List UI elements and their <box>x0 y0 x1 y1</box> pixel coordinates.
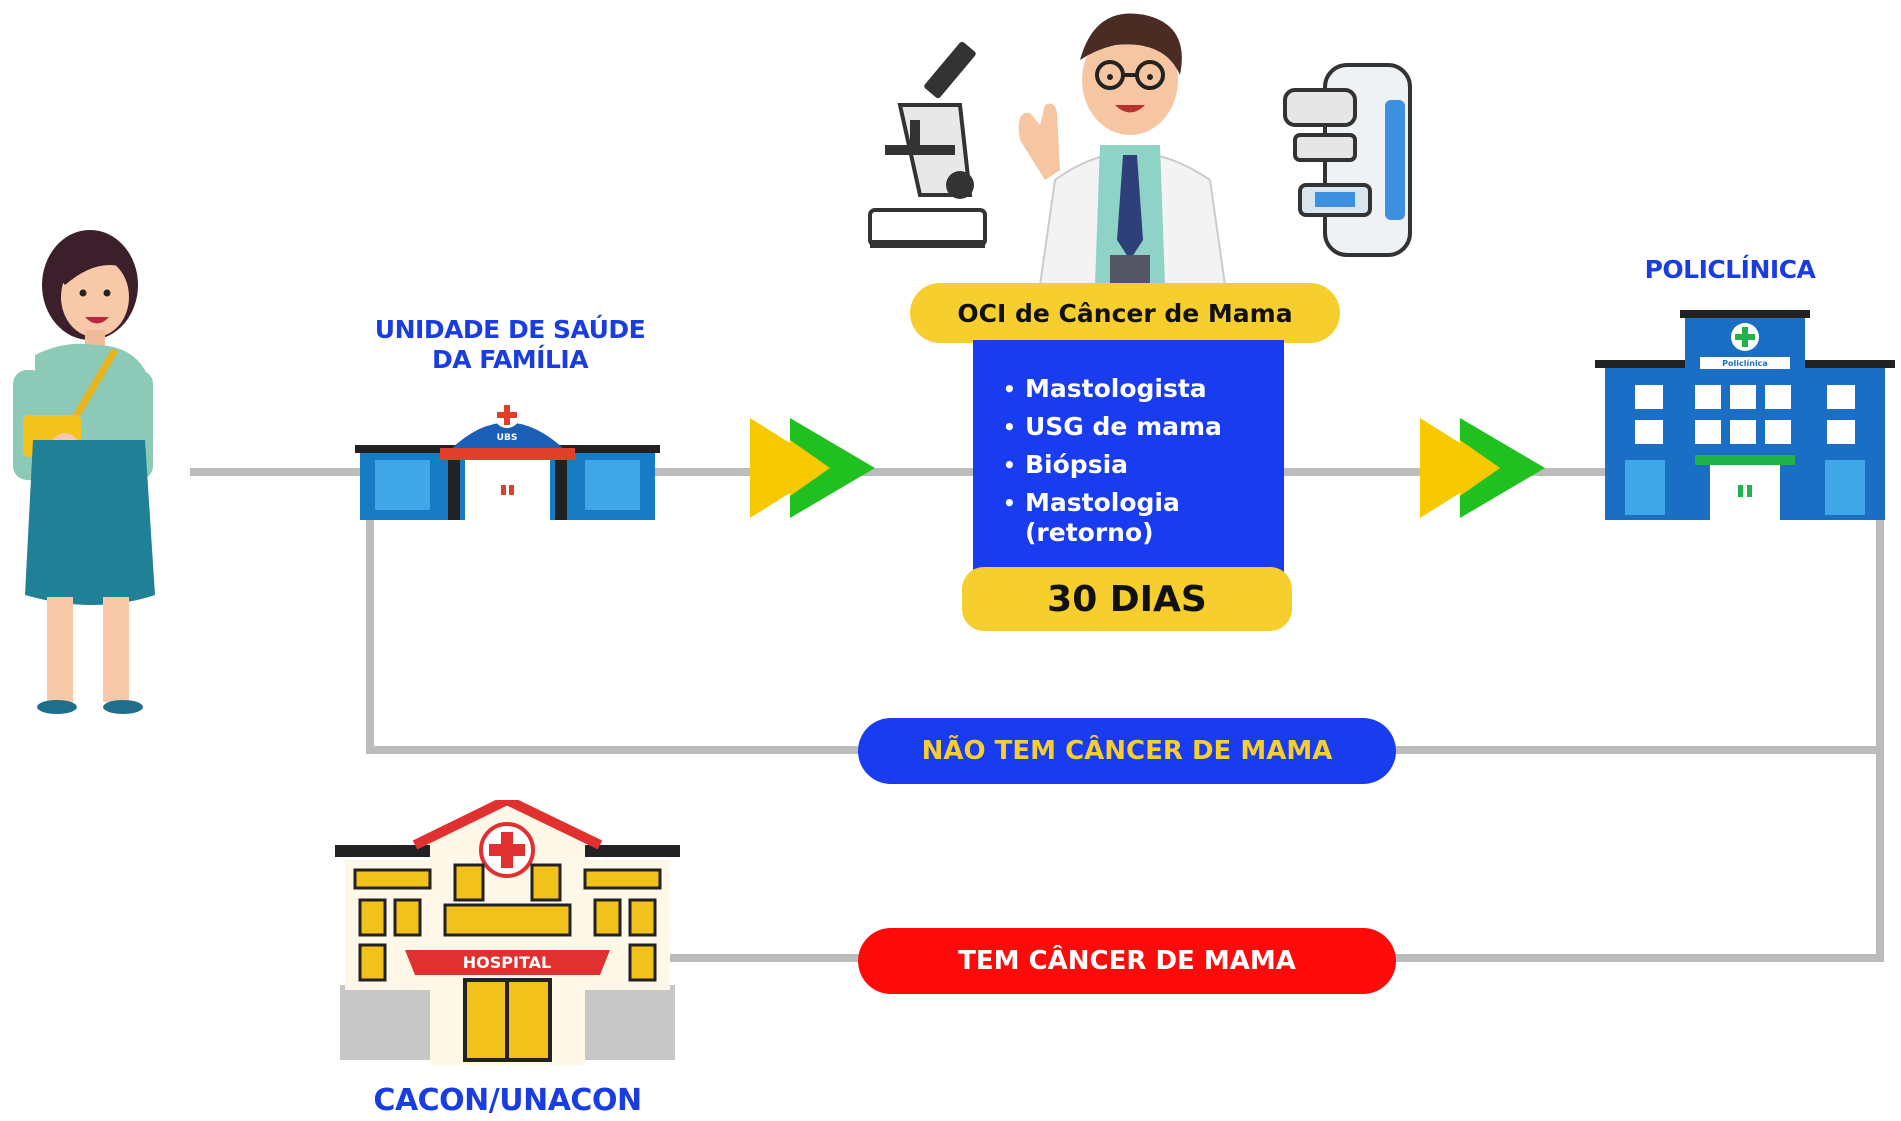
forward-arrow-1-icon <box>750 418 875 518</box>
policlinica-title: POLICLÍNICA <box>1644 255 1816 284</box>
clinic-building-icon: UBS <box>355 402 660 520</box>
hospital-icon: HOSPITAL <box>335 800 680 1065</box>
oci-item: Biópsia <box>1003 446 1284 484</box>
no-cancer-badge: NÃO TEM CÂNCER DE MAMA <box>858 718 1396 784</box>
oci-item: USG de mama <box>1003 408 1284 446</box>
cancer-badge: TEM CÂNCER DE MAMA <box>858 928 1396 994</box>
cancer-text: TEM CÂNCER DE MAMA <box>958 946 1296 976</box>
mammography-machine-icon <box>1283 63 1412 257</box>
policlinica-sign: Policlínica <box>1722 359 1768 368</box>
oci-title-badge: OCI de Câncer de Mama <box>910 283 1340 343</box>
oci-item: Mastologia (retorno) <box>1003 488 1195 548</box>
doctor-icon <box>1018 13 1227 285</box>
forward-arrow-2-icon <box>1420 418 1545 518</box>
ubs-title: UNIDADE DE SAÚDE DA FAMÍLIA <box>350 315 670 375</box>
hospital-caption: CACON/UNACON <box>373 1083 642 1118</box>
no-cancer-text: NÃO TEM CÂNCER DE MAMA <box>921 736 1333 766</box>
oci-procedures-box: Mastologista USG de mama Biópsia Mastolo… <box>973 340 1284 575</box>
ubs-title-line-2: DA FAMÍLIA <box>431 345 589 374</box>
hospital-sign: HOSPITAL <box>463 953 551 972</box>
ubs-sign: UBS <box>497 433 518 443</box>
hospital-building-icon: Policlínica <box>1595 310 1895 520</box>
microscope-icon <box>868 41 987 248</box>
woman-patient-icon <box>13 230 155 714</box>
deadline-badge: 30 DIAS <box>962 567 1292 631</box>
deadline-text: 30 DIAS <box>1047 578 1207 620</box>
oci-procedure-list: Mastologista USG de mama Biópsia Mastolo… <box>973 340 1284 548</box>
ubs-title-line-1: UNIDADE DE SAÚDE <box>374 315 646 344</box>
oci-item: Mastologista <box>1003 370 1284 408</box>
oci-title: OCI de Câncer de Mama <box>957 298 1293 328</box>
